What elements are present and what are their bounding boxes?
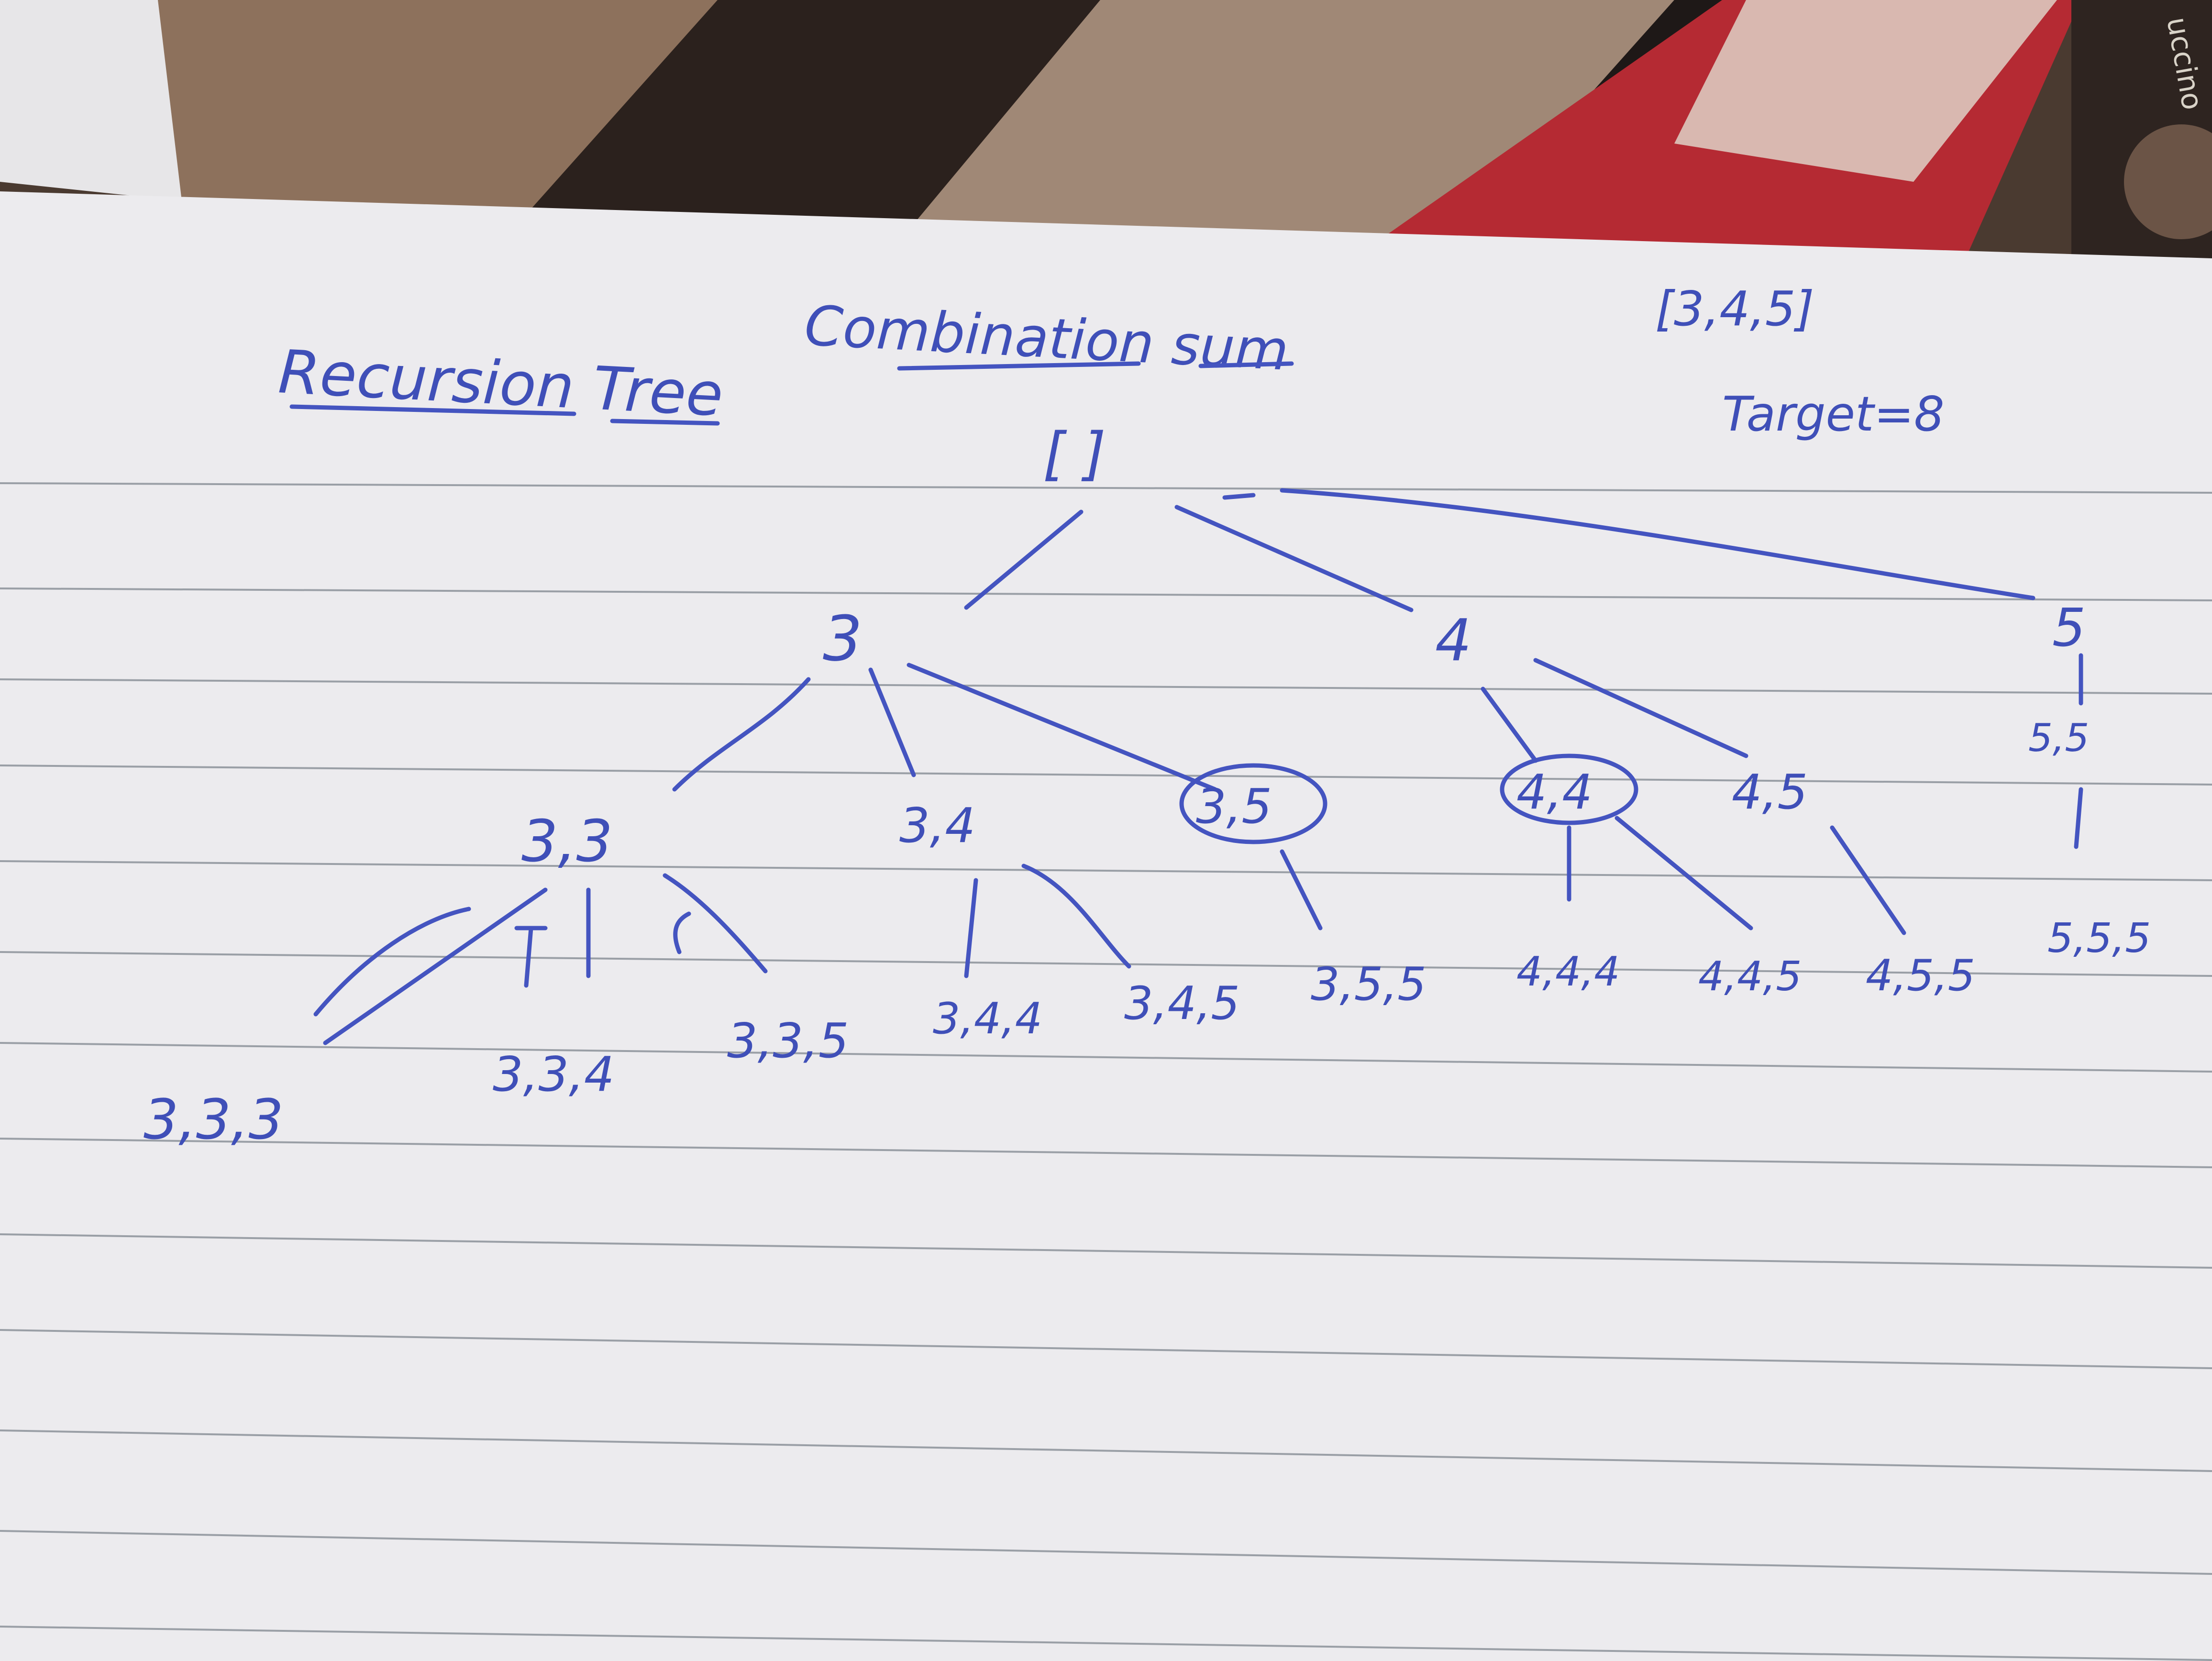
node-3-4: 3,4 — [899, 797, 975, 853]
title-underline — [289, 404, 576, 416]
leaf-3-5-5: 3,5,5 — [1311, 958, 1427, 1011]
node-root: [ ] — [1043, 421, 1106, 487]
page-edge — [0, 0, 182, 201]
node-5: 5 — [2052, 597, 2086, 658]
leaf-3-4-4: 3,4,4 — [933, 994, 1042, 1044]
edge-33-333 — [323, 887, 548, 1045]
edge-4-44 — [1481, 687, 1538, 763]
edge-44-445 — [1615, 816, 1753, 930]
leaf-3-4-5: 3,4,5 — [1124, 977, 1240, 1030]
edge-3-35 — [907, 663, 1217, 792]
target-label: Target=8 — [1722, 386, 1945, 442]
arrow-left — [313, 907, 471, 1017]
leaf-3-3-3: 3,3,3 — [144, 1088, 284, 1152]
arrow-mid — [673, 911, 691, 954]
leaf-3-3-4: 3,3,4 — [493, 1046, 614, 1102]
node-3-5: 3,5 — [1196, 778, 1272, 834]
title-underline-2 — [610, 419, 720, 426]
tree-edges — [313, 488, 2083, 1045]
node-3: 3 — [823, 602, 863, 675]
dash-mark — [1222, 493, 1256, 500]
center-underline-2 — [1198, 361, 1294, 368]
leaf-5-5-5: 5,5,5 — [2047, 915, 2151, 962]
node-4-5: 4,5 — [1732, 764, 1808, 820]
edge-root-3 — [964, 509, 1084, 610]
node-4-4: 4,4 — [1516, 764, 1593, 820]
node-5-5: 5,5 — [2028, 716, 2089, 760]
edge-35-355 — [1280, 849, 1323, 930]
candidates-label: [3,4,5] — [1655, 281, 1814, 337]
leaf-4-4-4: 4,4,4 — [1516, 948, 1620, 996]
edge-34-344 — [964, 878, 978, 978]
edge-4-45 — [1533, 658, 1748, 758]
notebook-page — [0, 191, 2212, 1661]
edge-root-5 — [1280, 488, 2035, 600]
circle-44 — [1500, 753, 1638, 825]
leaf-4-4-5: 4,4,5 — [1698, 953, 1802, 1000]
leaf-3-3-5: 3,3,5 — [727, 1013, 849, 1069]
ruled-lines — [0, 482, 2212, 1661]
center-underline — [897, 361, 1141, 371]
node-3-3: 3,3 — [521, 808, 613, 875]
leaf-4-5-5: 4,5,5 — [1866, 951, 1975, 1001]
edge-3-34 — [868, 667, 916, 777]
edge-45-455 — [1830, 825, 1906, 935]
edge-33-t — [524, 926, 533, 988]
edge-55-555 — [2074, 787, 2083, 849]
node-4: 4 — [1435, 608, 1471, 674]
edge-34-345 — [1021, 864, 1131, 969]
edge-3-33 — [672, 677, 811, 792]
coffee-box: uccino — [2071, 0, 2212, 268]
circle-35 — [1179, 763, 1327, 844]
edge-33-335 — [663, 873, 768, 974]
edge-root-4 — [1174, 505, 1414, 612]
